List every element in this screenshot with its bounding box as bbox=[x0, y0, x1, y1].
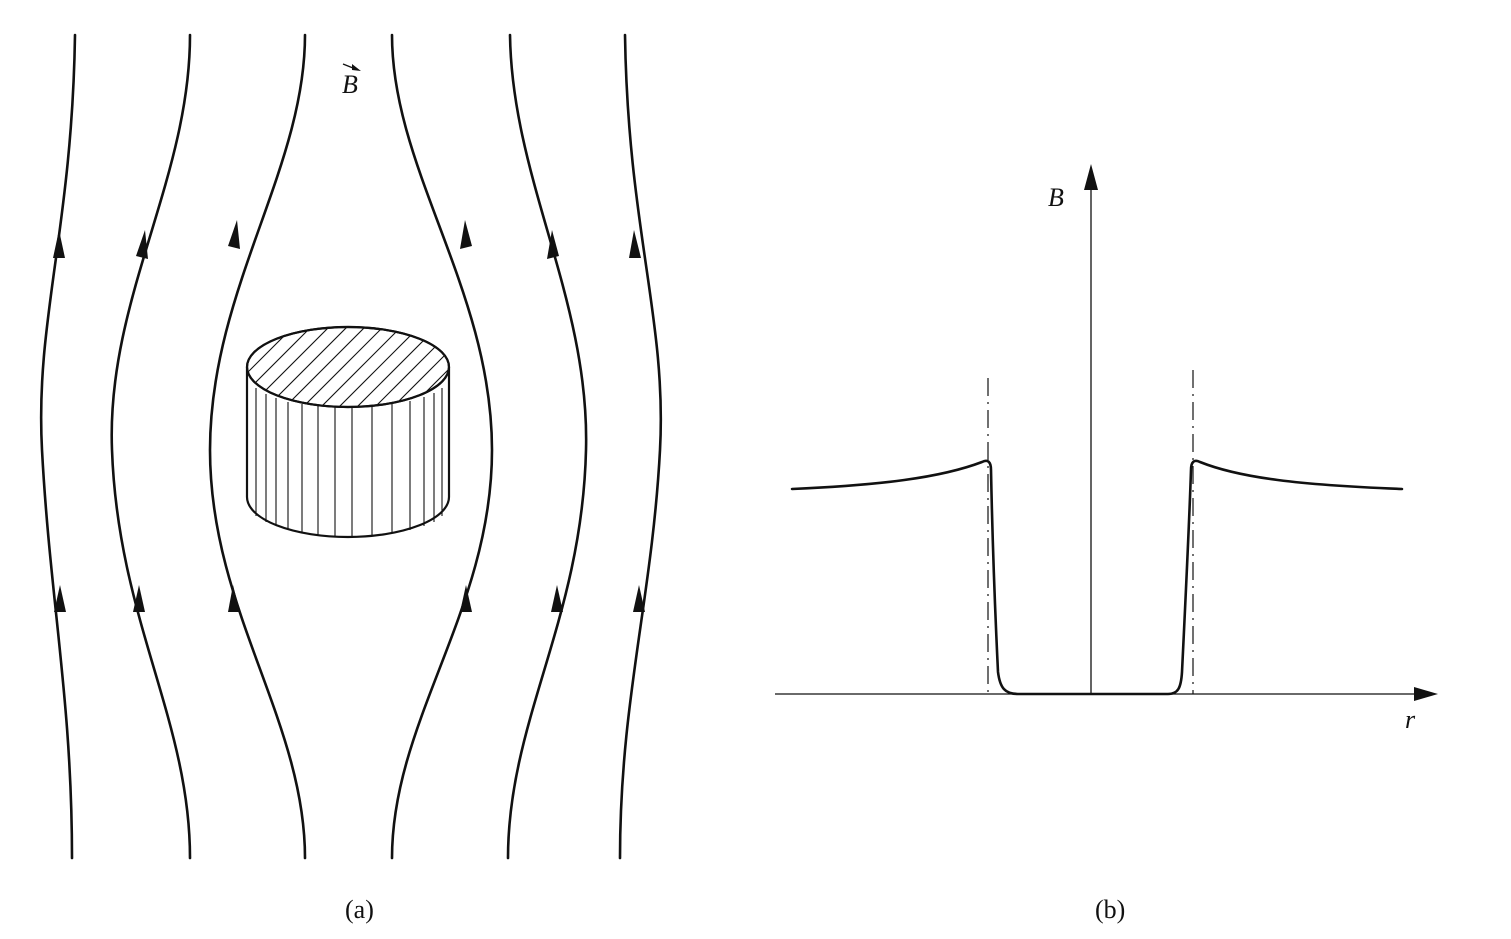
arrow-icon bbox=[629, 230, 641, 258]
arrow-icon bbox=[460, 585, 472, 612]
arrow-icon bbox=[136, 230, 148, 259]
arrow-icon bbox=[547, 230, 559, 259]
x-axis-arrow-icon bbox=[1414, 687, 1438, 701]
x-axis-label: r bbox=[1405, 705, 1416, 734]
arrow-icon bbox=[228, 585, 240, 612]
caption-a: (a) bbox=[345, 895, 374, 924]
field-arrows bbox=[53, 220, 645, 612]
field-line-4 bbox=[390, 33, 494, 860]
field-line-6 bbox=[618, 33, 663, 860]
arrow-icon bbox=[460, 220, 472, 249]
field-label: B bbox=[342, 70, 358, 99]
caption-b: (b) bbox=[1095, 895, 1125, 924]
field-profile-curve bbox=[790, 459, 1404, 696]
arrow-icon bbox=[54, 585, 66, 612]
superconducting-cylinder bbox=[245, 325, 451, 539]
cylinder-shading bbox=[255, 388, 443, 536]
field-line-2 bbox=[110, 33, 192, 860]
y-axis-arrow-icon bbox=[1084, 164, 1098, 190]
arrow-icon bbox=[228, 220, 240, 249]
panel-b: B r (b) bbox=[775, 164, 1438, 924]
arrow-icon bbox=[633, 585, 645, 612]
y-axis-label: B bbox=[1048, 183, 1064, 212]
arrow-icon bbox=[551, 585, 563, 612]
arrow-icon bbox=[53, 230, 65, 258]
vector-arrow-head-icon bbox=[352, 64, 361, 71]
field-line-1 bbox=[39, 33, 77, 860]
field-line-3 bbox=[208, 33, 307, 860]
field-lines bbox=[39, 33, 663, 860]
arrow-icon bbox=[133, 585, 145, 612]
field-line-5 bbox=[506, 33, 588, 860]
field-vector-label: B bbox=[342, 63, 361, 99]
panel-a: B (a) bbox=[39, 33, 663, 924]
